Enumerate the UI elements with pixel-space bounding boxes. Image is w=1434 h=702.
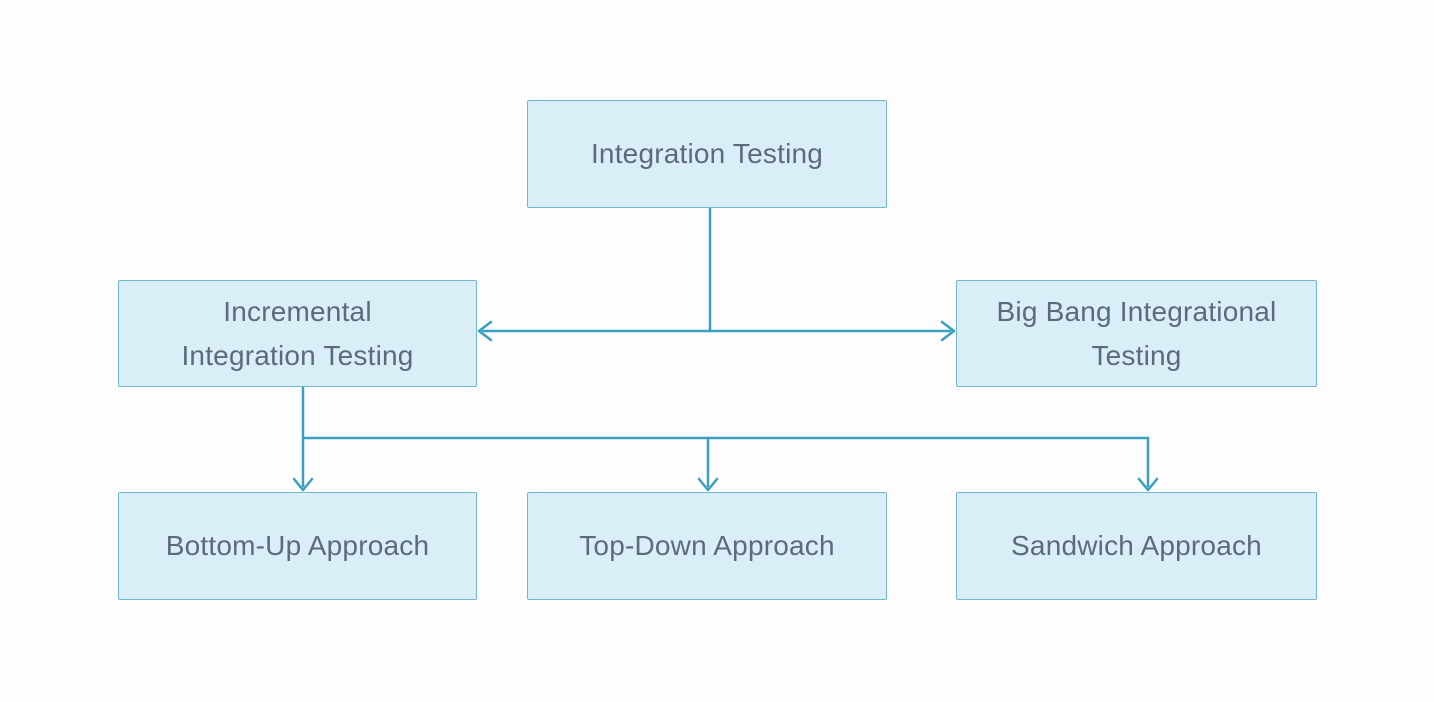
node-label-line: Bottom-Up Approach: [165, 530, 430, 561]
node-sandwich-approach: Sandwich Approach: [956, 492, 1317, 600]
node-label-line: Integration Testing: [181, 339, 414, 371]
node-incremental-integration-testing: Incremental Integration Testing: [118, 280, 477, 387]
node-label-line: Top-Down Approach: [579, 530, 835, 561]
node-label-line: Sandwich Approach: [1011, 530, 1262, 561]
arrowhead-right-icon: [940, 320, 956, 342]
node-label-line: Big Bang Integrational: [996, 295, 1277, 327]
node-integration-testing: Integration Testing: [527, 100, 887, 208]
node-label-line: Integration Testing: [590, 138, 824, 169]
arrowhead-down-icon: [1137, 477, 1159, 492]
arrowhead-left-icon: [477, 320, 493, 342]
arrowhead-down-icon: [697, 477, 719, 492]
node-label-line: Incremental: [223, 295, 372, 327]
arrowhead-down-icon: [292, 477, 314, 492]
node-label-line: Testing: [1091, 339, 1182, 371]
node-big-bang-integrational-testing: Big Bang Integrational Testing: [956, 280, 1317, 387]
node-top-down-approach: Top-Down Approach: [527, 492, 887, 600]
node-bottom-up-approach: Bottom-Up Approach: [118, 492, 477, 600]
